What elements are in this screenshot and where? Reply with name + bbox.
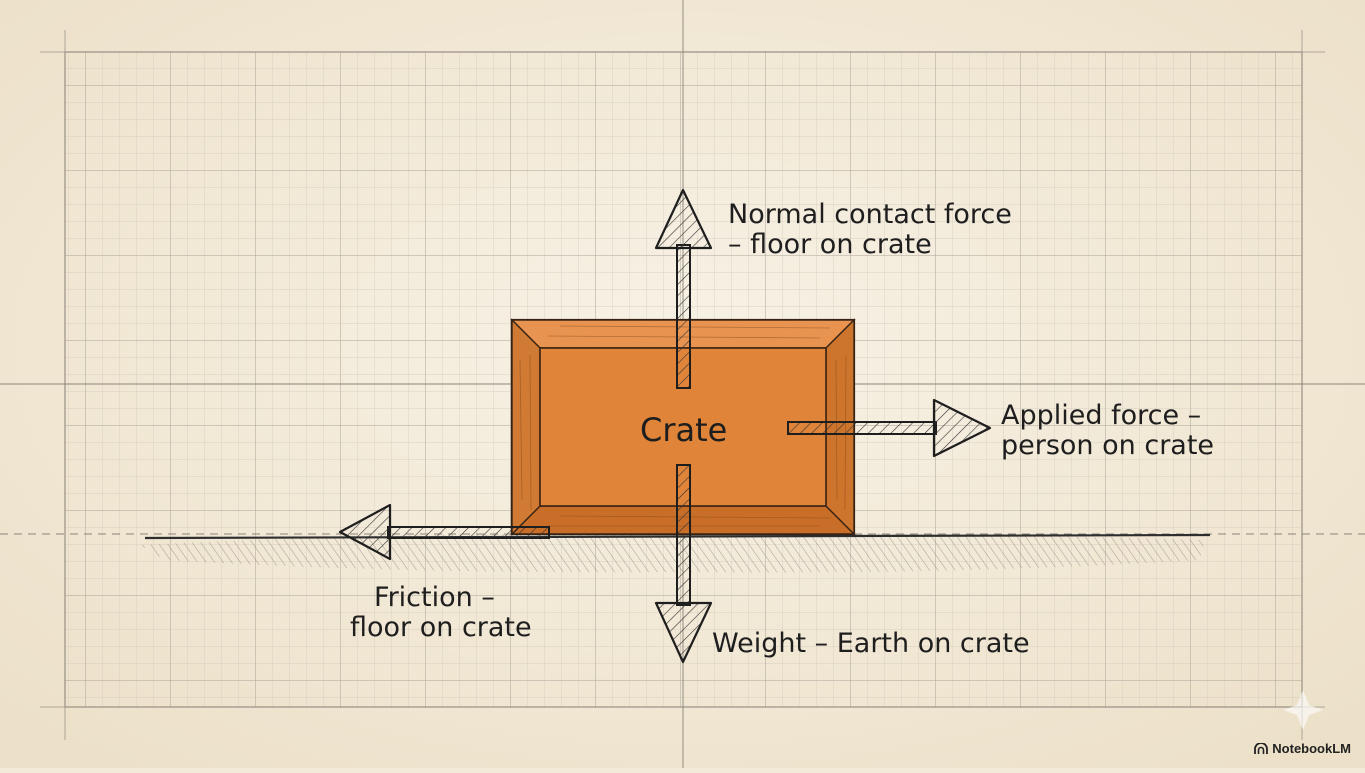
floor-surface xyxy=(140,532,1211,573)
friction-label-line1: Friction – xyxy=(374,582,495,613)
applied-force-label-line2: person on crate xyxy=(1001,430,1215,461)
normal-force-label-line2: – floor on crate xyxy=(728,229,932,260)
notebooklm-watermark: NotebookLM xyxy=(1254,741,1351,756)
weight-label: Weight – Earth on crate xyxy=(712,628,1030,659)
crate-label: Crate xyxy=(640,411,728,449)
normal-force-label-line1: Normal contact force xyxy=(728,199,1012,230)
applied-force-label-line1: Applied force – xyxy=(1001,400,1202,431)
applied-force-arrow xyxy=(787,398,992,458)
friction-label-line2: floor on crate xyxy=(350,612,532,643)
notebooklm-logo-icon xyxy=(1254,742,1269,754)
watermark-text: NotebookLM xyxy=(1272,741,1351,756)
weight-arrow xyxy=(654,464,713,664)
friction-arrow xyxy=(338,503,550,561)
sparkle-icon xyxy=(1283,690,1323,730)
normal-force-arrow xyxy=(654,188,713,389)
